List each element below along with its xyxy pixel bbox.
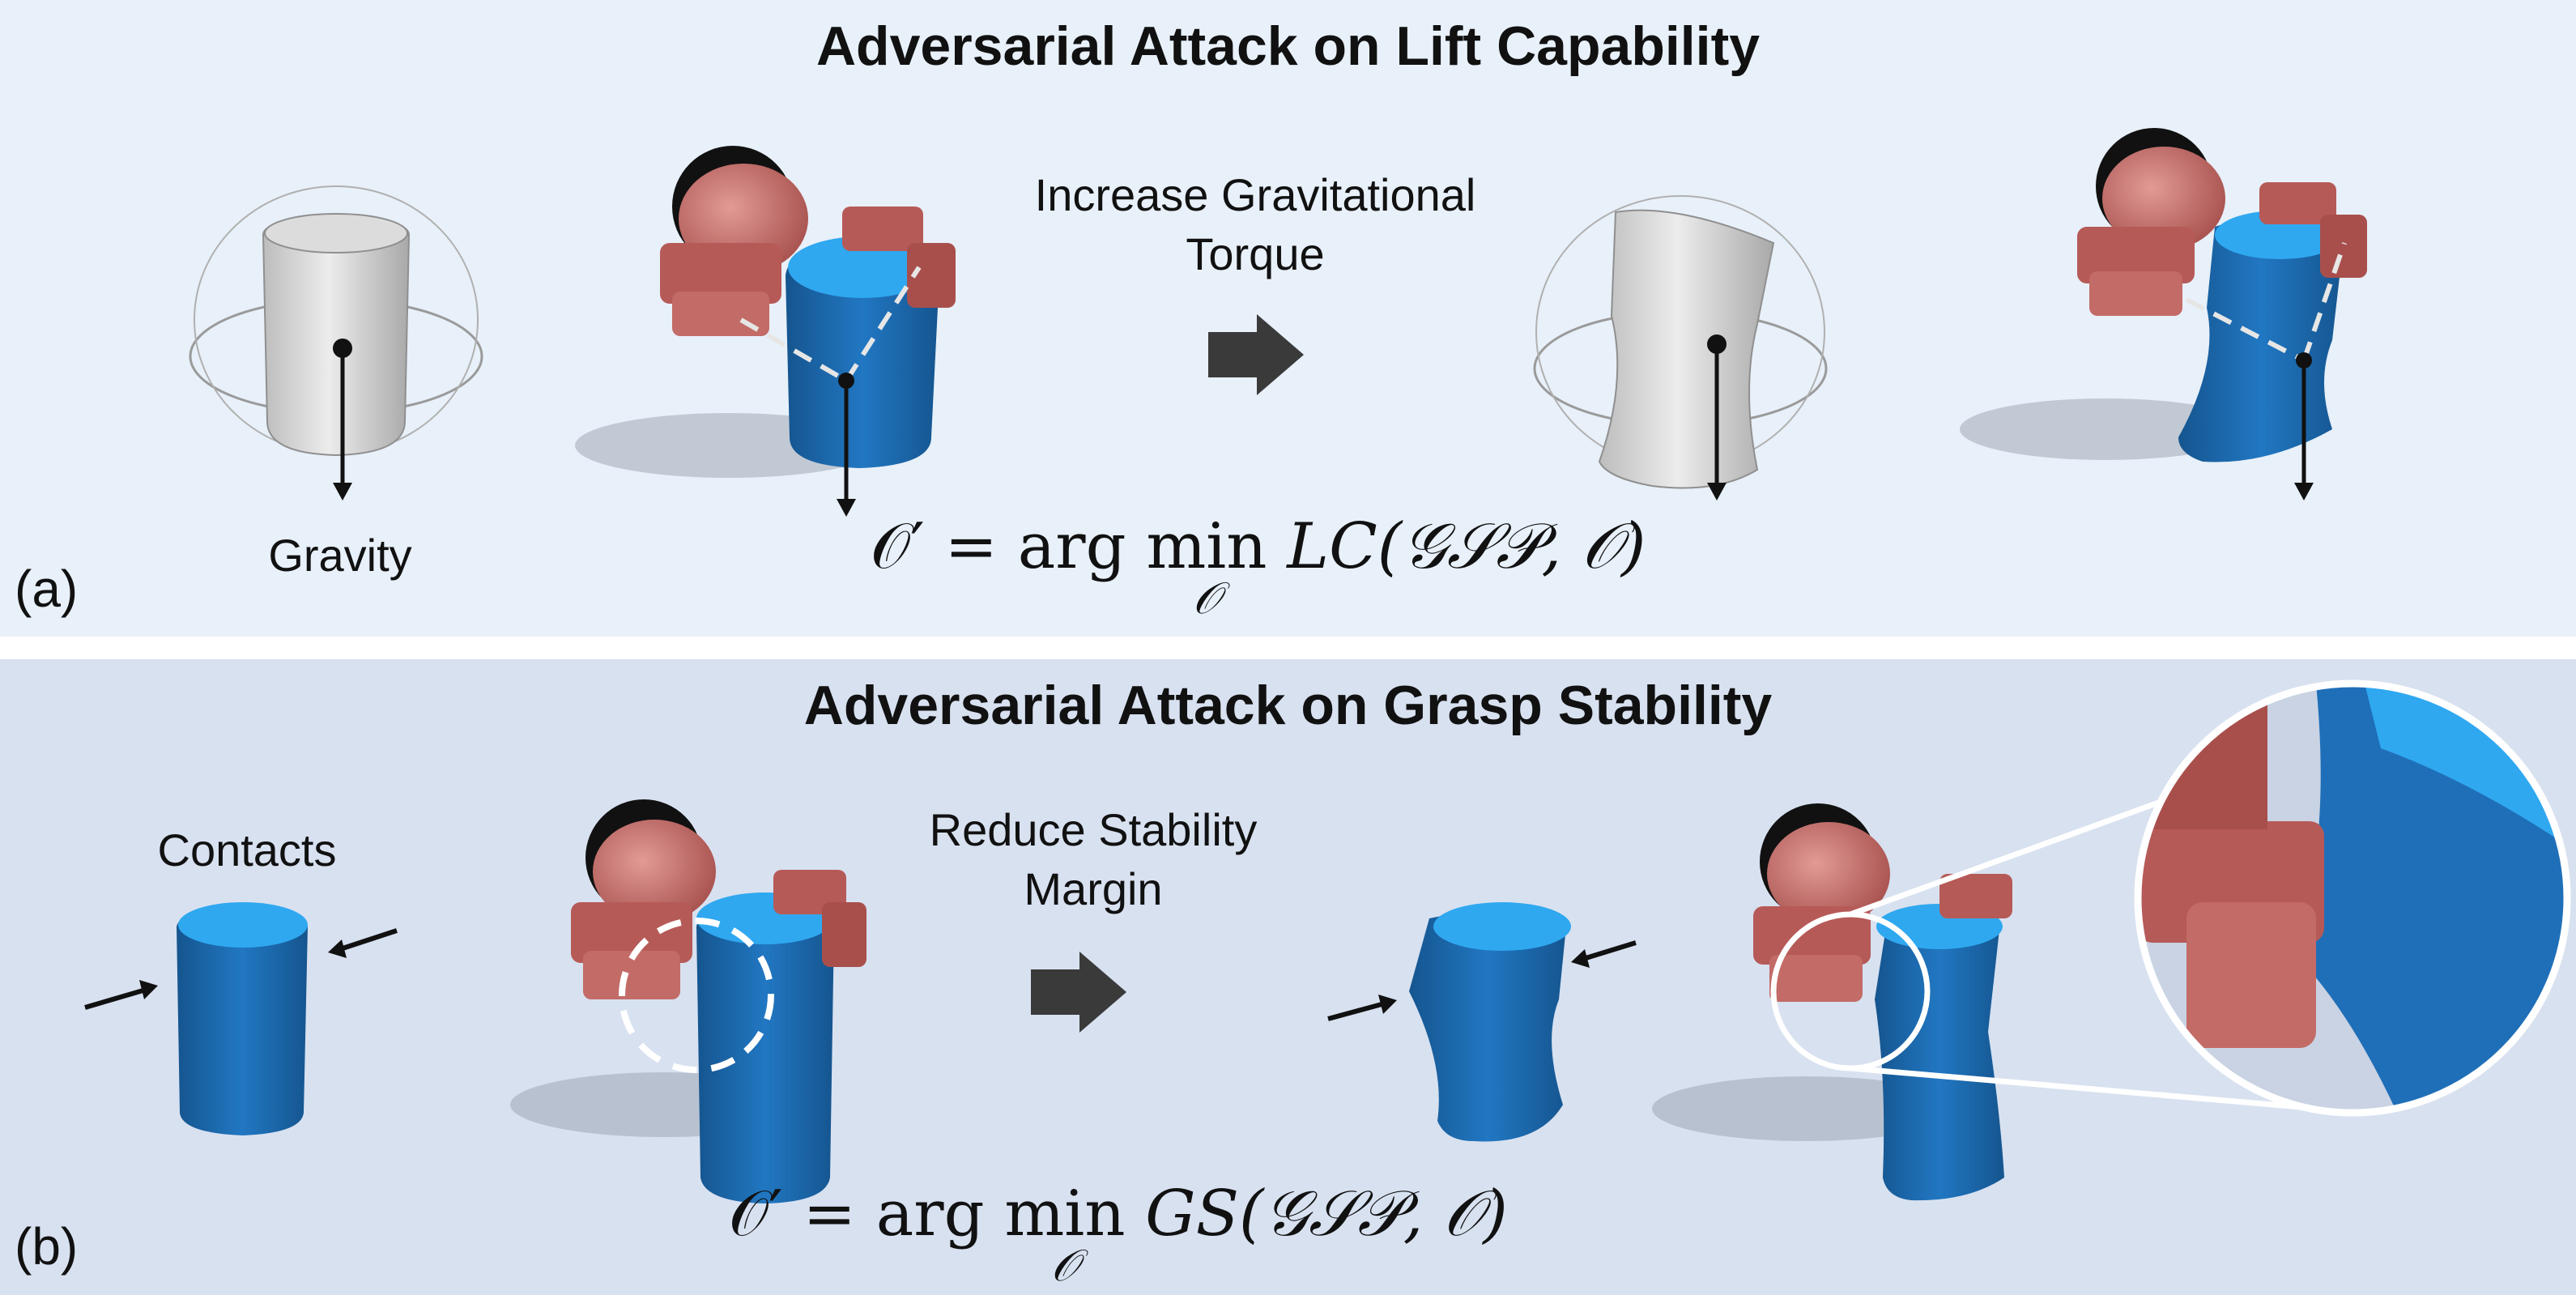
contact-region-circle (619, 918, 774, 1073)
contact-arrow-left-icon (84, 987, 147, 1010)
gripper-finger-right (842, 207, 923, 251)
action-label-a: Increase Gravitational Torque (1034, 169, 1476, 279)
gravity-label: Gravity (268, 530, 412, 581)
panel-b-tag: (b) (15, 1217, 79, 1276)
panel-lift-capability: Adversarial Attack on Lift Capability (0, 0, 2576, 637)
panel-a-title: Adversarial Attack on Lift Capability (815, 15, 1761, 77)
panel-a-scene (189, 128, 2367, 517)
panel-a-tag: (a) (15, 560, 79, 618)
transition-arrow-icon (1031, 952, 1126, 1033)
grasp-original-b (510, 799, 866, 1203)
blue-cylinder (177, 906, 308, 1135)
blue-object-original (84, 902, 398, 1135)
panel-grasp-stability: Adversarial Attack on Grasp Stability (0, 659, 2576, 1295)
gray-object-original (189, 185, 483, 501)
grasp-original (575, 146, 956, 517)
action-label-b: Reduce Stability Margin (929, 804, 1258, 914)
contact-line (739, 317, 848, 383)
contacts-label: Contacts (157, 824, 337, 875)
gray-object-adversarial (1533, 195, 1828, 501)
deformed-gray-mesh (1598, 209, 1775, 489)
zoom-inset (2138, 684, 2567, 1113)
transition-arrow-icon (1208, 314, 1304, 395)
panel-b-scene (84, 679, 2571, 1203)
grasp-adversarial (1960, 128, 2367, 501)
panel-b-title: Adversarial Attack on Grasp Stability (803, 675, 1773, 736)
gripper-finger-left (660, 243, 781, 304)
grasp-adversarial-b (1652, 679, 2571, 1201)
blue-object-adversarial (1327, 902, 1637, 1142)
contact-arrow-right-icon (339, 928, 398, 952)
deformed-blue-object (1409, 912, 1567, 1142)
